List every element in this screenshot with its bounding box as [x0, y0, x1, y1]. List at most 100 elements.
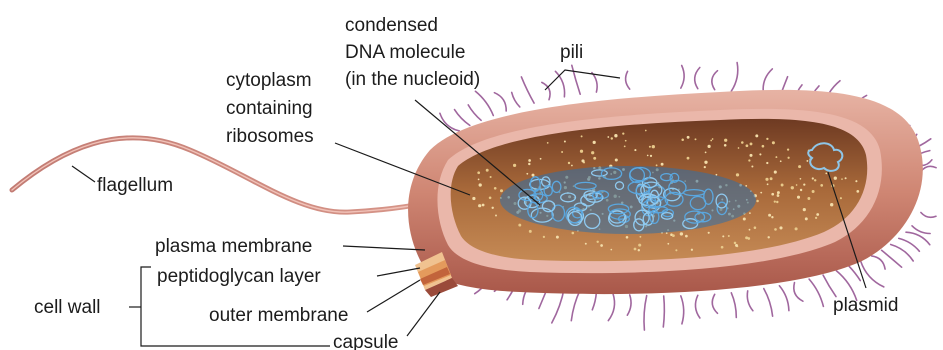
ribosome-dot: [807, 197, 810, 200]
ribosome-dot: [672, 234, 675, 237]
pilus: [891, 245, 914, 262]
flagellum-highlight: [12, 138, 450, 212]
pilus: [512, 92, 520, 107]
ribosome-dot: [754, 226, 757, 229]
ribosome-dot: [800, 189, 802, 191]
ribosome-dot: [543, 236, 545, 238]
ribosome-dot: [776, 201, 778, 203]
ribosome-dot: [518, 224, 521, 227]
ribosome-dot: [625, 140, 627, 142]
ribosome-dot: [771, 216, 773, 218]
ribosome-dot: [816, 213, 819, 216]
pilus: [779, 286, 789, 311]
ribosome-dot: [593, 157, 596, 160]
pilus: [521, 77, 534, 103]
ribosome-dot: [611, 137, 613, 139]
ribosome-dot: [770, 177, 773, 180]
ribosome-dot: [681, 139, 684, 142]
ribosome-dot: [593, 141, 596, 144]
label-in-the-nucleoid: (in the nucleoid): [345, 69, 480, 90]
pilus: [627, 295, 631, 315]
ribosome-dot: [661, 163, 664, 166]
ribosome-dot: [755, 134, 758, 137]
pilus: [572, 65, 580, 94]
pilus: [571, 290, 580, 321]
pilus: [695, 68, 700, 89]
label-ribosomes: ribosomes: [226, 126, 314, 147]
ribosome-dot: [721, 246, 724, 249]
pilus: [681, 296, 684, 324]
label-containing: containing: [226, 98, 313, 119]
ribosome-dot: [568, 162, 570, 164]
label-plasmid: plasmid: [833, 295, 898, 316]
ribosome-dot: [780, 160, 782, 162]
ribosome-dot: [722, 235, 724, 237]
ribosome-dot: [745, 185, 747, 187]
ribosome-dot: [741, 141, 744, 144]
ribosome-dot: [771, 193, 774, 196]
ribosome-dot: [759, 153, 761, 155]
ribosome-dot: [685, 235, 688, 238]
ribosome-dot: [830, 203, 833, 206]
ribosome-dot: [805, 217, 808, 220]
ribosome-dot: [841, 178, 843, 180]
ribosome-dot: [624, 146, 626, 148]
ribosome-dot: [528, 163, 530, 165]
pilus: [695, 295, 699, 318]
ribosome-dot: [610, 249, 612, 251]
label-plasma-membrane: plasma membrane: [155, 236, 312, 257]
ribosome-dot: [614, 134, 617, 137]
ribosome-dot: [814, 179, 816, 181]
label-outer-membrane: outer membrane: [209, 305, 348, 326]
pilus: [921, 166, 936, 171]
ribosome-dot: [596, 241, 598, 243]
ribosome-dot: [855, 180, 857, 182]
ribosome-dot: [540, 158, 542, 160]
pilus: [912, 226, 930, 234]
ribosome-dot: [724, 144, 727, 147]
ribosome-dot: [796, 184, 798, 186]
ribosome-dot: [728, 235, 730, 237]
ribosome-dot: [705, 152, 707, 154]
ribosome-dot: [607, 136, 609, 138]
ribosome-dot: [638, 249, 640, 251]
ribosome-dot: [600, 244, 603, 247]
leader-outer-membrane: [367, 280, 420, 312]
ribosome-dot: [528, 159, 531, 162]
leader-capsule: [407, 292, 440, 336]
ribosome-dot: [724, 139, 727, 142]
pilus: [823, 275, 836, 297]
ribosome-dot: [774, 171, 777, 174]
pilus: [712, 294, 717, 313]
ribosome-dot: [812, 190, 815, 193]
ribosome-dot: [482, 204, 485, 207]
ribosome-dot: [803, 183, 805, 185]
pilus: [468, 105, 481, 120]
ribosome-dot: [572, 232, 575, 235]
ribosome-dot: [806, 160, 808, 162]
ribosome-dot: [675, 249, 677, 251]
pilus: [872, 256, 886, 269]
pilus: [731, 63, 737, 92]
ribosome-dot: [687, 136, 690, 139]
ribosome-dot: [564, 141, 566, 143]
ribosome-dot: [710, 140, 712, 142]
pilus: [663, 296, 664, 327]
ribosome-dot: [591, 151, 594, 154]
ribosome-dot: [767, 183, 769, 185]
ribosome-dot: [638, 244, 641, 247]
ribosome-dot: [825, 173, 827, 175]
ribosome-dot: [787, 157, 789, 159]
pilus: [731, 293, 736, 318]
ribosome-dot: [492, 207, 494, 209]
ribosome-dot: [585, 243, 587, 245]
ribosome-dot: [797, 196, 800, 199]
ribosome-dot: [704, 161, 707, 164]
ribosome-dot: [529, 230, 532, 233]
ribosome-dot: [751, 165, 753, 167]
ribosome-dot: [645, 130, 647, 132]
ribosome-dot: [561, 151, 563, 153]
ribosome-dot: [626, 236, 629, 239]
ribosome-dot: [477, 171, 480, 174]
